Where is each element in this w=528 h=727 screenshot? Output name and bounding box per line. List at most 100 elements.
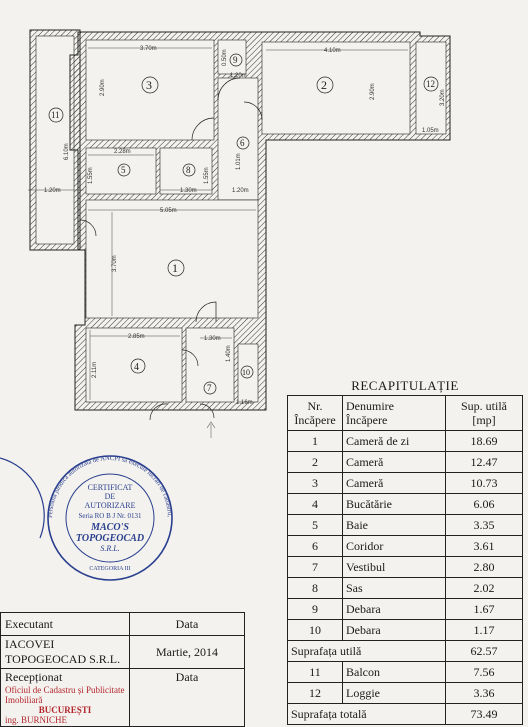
dim-label: 2.90m <box>100 79 106 96</box>
cell-name: Cameră <box>342 451 446 473</box>
dim-label: 1.40m <box>226 345 232 362</box>
office-city: BUCUREȘTI <box>38 705 92 715</box>
cell-area: 1.17 <box>445 619 523 641</box>
summary-table: Nr. Încăpere Denumire Încăpere Sup. util… <box>287 395 523 725</box>
room-number-12: 12 <box>426 79 435 89</box>
room-number-4: 4 <box>134 362 139 373</box>
header-name: Denumire Încăpere <box>342 395 446 431</box>
room-5-space <box>85 147 157 195</box>
cell-area: 3.61 <box>445 535 523 557</box>
room-number-1: 1 <box>172 261 178 275</box>
cell-nr: 12 <box>287 682 343 704</box>
cell-nr: 4 <box>287 493 343 515</box>
cell-name: Baie <box>342 514 446 536</box>
room-12-space <box>415 41 447 135</box>
cell-name: Vestibul <box>342 556 446 578</box>
room-3-space <box>85 39 215 141</box>
room-8-space <box>159 147 213 195</box>
cell-area: 3.35 <box>445 514 523 536</box>
room-2-space <box>261 41 411 135</box>
cell-name: Cameră <box>342 472 446 494</box>
dim-label: 1.01m <box>236 153 242 170</box>
dim-label: 2.28m <box>114 149 131 155</box>
executant-table: Executant Data IACOVEI TOPOGEOCAD S.R.L.… <box>0 612 245 727</box>
cell-area: 1.67 <box>445 598 523 620</box>
room-number-5: 5 <box>121 165 126 175</box>
stamp-line: AUTORIZARE <box>85 501 136 510</box>
room-number-7: 7 <box>207 383 212 393</box>
cell-name: Cameră de zi <box>342 430 446 452</box>
dim-label: 1.55m <box>88 167 94 184</box>
cell-name: Bucătărie <box>342 493 446 515</box>
cell-nr: 7 <box>287 556 343 578</box>
cell-name: Sas <box>342 577 446 599</box>
receptionat-date-label: Data <box>129 668 245 727</box>
cell-name: Loggie <box>342 682 446 704</box>
dim-label: 1.30m <box>204 336 221 342</box>
cell-area: 18.69 <box>445 430 523 452</box>
room-number-10: 10 <box>242 368 250 377</box>
executant-name-line: TOPOGEOCAD S.R.L. <box>5 652 121 666</box>
cell-name: Debara <box>342 619 446 641</box>
dim-label: 3.70m <box>140 46 157 52</box>
cell-nr: 11 <box>287 661 343 683</box>
dim-label: 4.10m <box>324 48 341 54</box>
cell-nr: 5 <box>287 514 343 536</box>
cell-area: 2.02 <box>445 577 523 599</box>
dim-label: 3.70m <box>112 255 118 272</box>
useful-area-value: 62.57 <box>445 640 523 662</box>
room-number-2: 2 <box>321 78 327 92</box>
dim-label: 2.11m <box>92 362 98 378</box>
stamp-line: Seria RO B J Nr. 0131 <box>79 512 143 520</box>
total-area-label: Suprafața totală <box>287 703 446 725</box>
cell-area: 7.56 <box>445 661 523 683</box>
dim-label: 1.05m <box>422 128 439 134</box>
cell-area: 2.80 <box>445 556 523 578</box>
dim-label: 1.20m <box>44 188 61 194</box>
dim-label: 6.10m <box>64 143 70 160</box>
room-number-8: 8 <box>186 165 191 175</box>
cell-area: 10.73 <box>445 472 523 494</box>
summary-title: RECAPITULAȚIE <box>351 378 459 393</box>
cell-nr: 6 <box>287 535 343 557</box>
total-area-value: 73.49 <box>445 703 523 725</box>
dimension-lines <box>28 47 408 400</box>
stamp-category: CATEGORIA III <box>89 566 130 572</box>
room-4-space <box>85 327 183 403</box>
dim-label: 3.20m <box>440 89 446 106</box>
executant-box: Executant Data IACOVEI TOPOGEOCAD S.R.L.… <box>0 612 245 727</box>
office-person: ing. BURNICHE <box>5 715 68 725</box>
cell-nr: 8 <box>287 577 343 599</box>
stamp-line: MACO'S <box>90 522 129 533</box>
room-10-space <box>237 343 259 403</box>
dim-label: 1.20m <box>232 188 249 194</box>
room-markers: 1 2 3 4 5 6 7 8 9 10 11 12 <box>48 53 439 395</box>
executant-name: IACOVEI TOPOGEOCAD S.R.L. <box>0 635 130 669</box>
dim-label: 1.30m <box>180 188 197 194</box>
header-area: Sup. utilă [mp] <box>445 395 523 431</box>
cell-name: Coridor <box>342 535 446 557</box>
official-stamp: CERTIFICAT DE AUTORIZARE Seria RO B J Nr… <box>0 438 173 581</box>
floor-plan: 3.70m 4.10m 5.05m 2.85m 2.28m 1.20m 1.20… <box>28 29 451 438</box>
dim-label: 5.05m <box>160 208 177 214</box>
stamp-line: DE <box>105 492 116 501</box>
receptionat-label: Recepționat <box>5 670 63 684</box>
receptionat-cell: Recepționat Oficiul de Cadastru și Publi… <box>0 668 130 727</box>
room-number-6: 6 <box>240 138 245 148</box>
cell-nr: 3 <box>287 472 343 494</box>
useful-area-label: Suprafața utilă <box>287 640 446 662</box>
dim-label: 1.20m <box>230 73 247 79</box>
cell-nr: 9 <box>287 598 343 620</box>
dim-label: 0.50m <box>222 49 228 66</box>
